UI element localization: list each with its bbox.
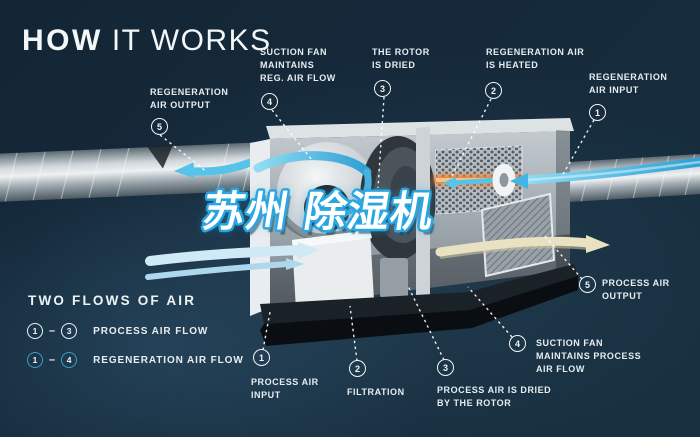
process-filter-mesh bbox=[480, 192, 556, 278]
step-badge-3-process-dried: 3 bbox=[437, 359, 454, 376]
legend-row-process-air-flow: 1 – 3 PROCESS AIR FLOW bbox=[27, 323, 208, 339]
spiral-duct-left bbox=[0, 142, 265, 202]
legend-range-dash: – bbox=[49, 354, 56, 366]
title-word-light: IT WORKS bbox=[111, 24, 272, 57]
divider-panel bbox=[416, 127, 430, 305]
step-badge-2-filtration: 2 bbox=[349, 360, 366, 377]
step-badge-1-process-input: 1 bbox=[253, 349, 270, 366]
process-output-arrow bbox=[435, 235, 610, 259]
legend-badge-1: 1 bbox=[27, 323, 43, 339]
step-badge-4-process-fan: 4 bbox=[509, 335, 526, 352]
step-badge-4-regen-fan: 4 bbox=[261, 93, 278, 110]
process-input-arrow bbox=[145, 242, 320, 280]
legend-heading: TWO FLOWS OF AIR bbox=[28, 293, 197, 308]
step-badge-3-rotor-dried: 3 bbox=[374, 80, 391, 97]
callout-filtration: FILTRATION bbox=[347, 387, 405, 397]
legend-label-process: PROCESS AIR FLOW bbox=[93, 325, 209, 337]
legend-label-regeneration: REGENERATION AIR FLOW bbox=[93, 354, 244, 366]
regen-swirl-arrow bbox=[253, 151, 372, 222]
step-badge-5-process-output: 5 bbox=[579, 276, 596, 293]
legend-badge-3: 3 bbox=[61, 323, 78, 339]
legend-range-dash: – bbox=[49, 325, 56, 337]
cabinet-base bbox=[260, 264, 578, 346]
step-badge-2-air-heated: 2 bbox=[485, 82, 502, 99]
leader-lines bbox=[159, 96, 595, 362]
heater-grid bbox=[434, 145, 523, 215]
legend-badge-1-cyan: 1 bbox=[27, 352, 43, 368]
legend-row-regeneration-air-flow: 1 – 4 REGENERATION AIR FLOW bbox=[27, 352, 244, 368]
title-word-bold: HOW bbox=[22, 24, 103, 57]
airflow-arrows bbox=[145, 151, 700, 280]
legend-badge-4-cyan: 4 bbox=[61, 352, 78, 368]
suction-fan bbox=[492, 163, 516, 197]
overlay-caption: 苏州 除湿机 bbox=[199, 187, 438, 236]
step-badge-1-regen-input: 1 bbox=[589, 104, 606, 121]
regen-input-flow-arrow bbox=[510, 157, 700, 189]
step-badge-5-regen-output: 5 bbox=[151, 118, 168, 135]
